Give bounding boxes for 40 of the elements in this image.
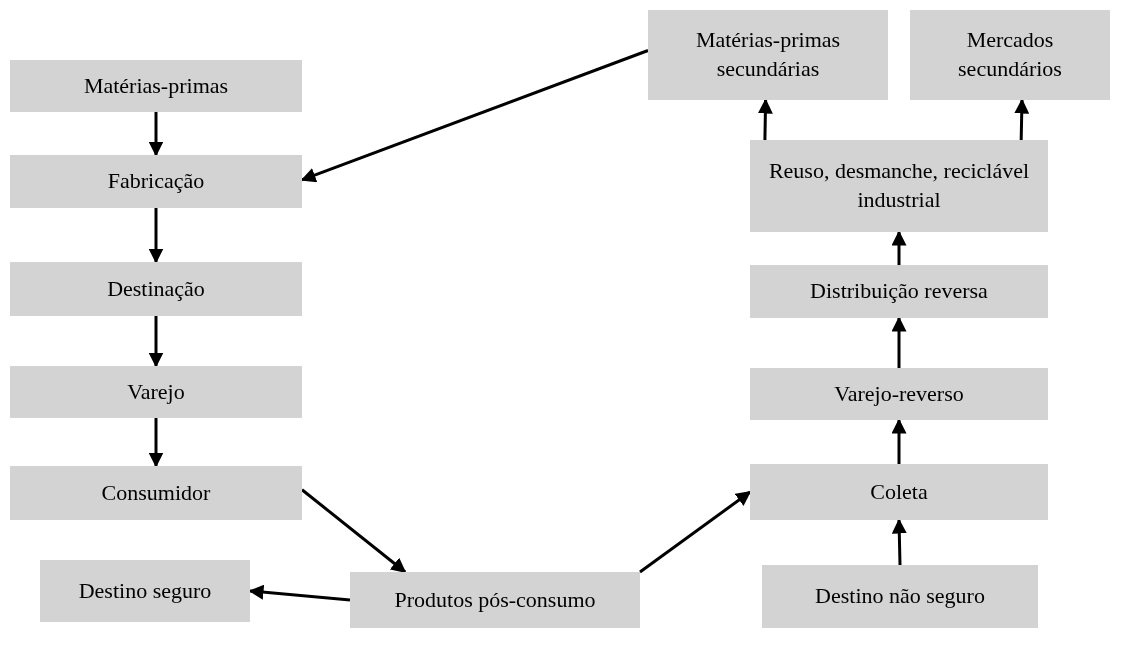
process-box — [750, 265, 1048, 318]
arrow — [148, 418, 164, 468]
box-label: Produtos pós-consumo — [394, 585, 596, 614]
box-label: Varejo — [127, 377, 185, 406]
process-box — [10, 155, 302, 208]
box-label: Distribuição reversa — [810, 277, 988, 306]
arrow — [148, 112, 164, 157]
box-label: Fabricação — [107, 167, 205, 196]
box-label: Coleta — [870, 477, 928, 506]
arrow — [891, 418, 907, 464]
box-label: Matérias-primas — [83, 71, 229, 100]
arrow — [148, 316, 164, 368]
process-box — [750, 464, 1048, 520]
box-label: Reuso, desmanche, reciclável industrial — [767, 157, 1031, 214]
arrow — [757, 98, 773, 141]
process-box — [648, 10, 888, 100]
process-box — [10, 466, 302, 520]
box-label: Matérias-primas secundárias — [694, 26, 842, 83]
box-label: Mercados secundários — [957, 26, 1063, 83]
box-label: Destino não seguro — [815, 582, 985, 611]
process-box — [910, 10, 1110, 100]
arrow — [148, 208, 164, 264]
arrow — [639, 490, 752, 574]
box-label: Consumidor — [101, 478, 211, 507]
arrow — [1014, 98, 1030, 141]
process-box — [40, 560, 250, 622]
process-box — [10, 262, 302, 316]
box-label: Varejo-reverso — [834, 379, 964, 408]
process-box — [10, 60, 302, 112]
process-box — [750, 368, 1048, 420]
box-label: Destinação — [107, 274, 205, 303]
box-label: Destino seguro — [78, 576, 212, 605]
arrow — [891, 316, 907, 368]
arrow — [301, 488, 407, 574]
process-box — [10, 366, 302, 418]
process-box — [762, 565, 1038, 628]
arrow — [891, 230, 907, 265]
process-box — [350, 572, 640, 628]
arrow — [891, 518, 907, 566]
process-box — [750, 140, 1048, 232]
